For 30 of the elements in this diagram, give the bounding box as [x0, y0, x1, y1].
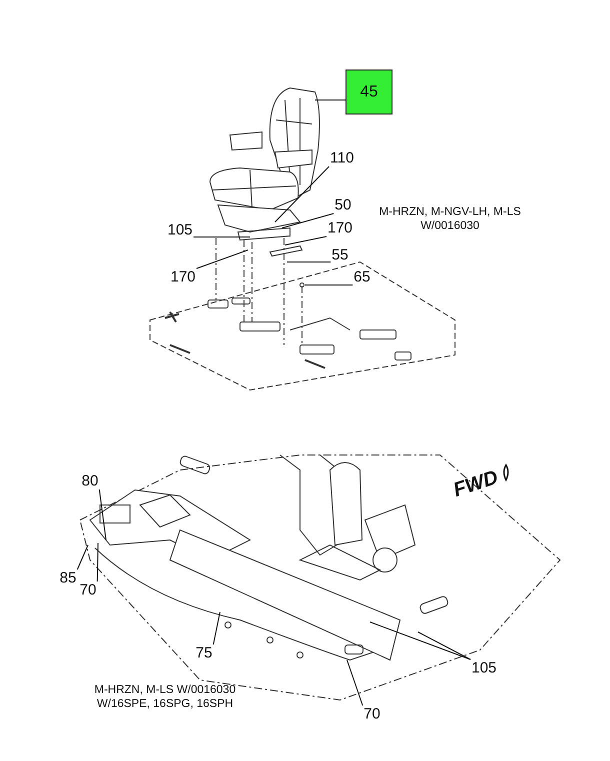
callout-number: 65: [352, 268, 372, 286]
leader-line: [274, 166, 330, 222]
leader-line: [282, 213, 334, 228]
leader-line: [96, 542, 98, 582]
leader-line: [418, 632, 471, 660]
leader-line: [76, 544, 88, 570]
callout-number: 50: [334, 196, 352, 214]
leader-line: [196, 250, 248, 269]
callout-box: 45: [346, 70, 392, 114]
part-applicability-note: M-HRZN, M-LS W/0016030 W/16SPE, 16SPG, 16SPH: [93, 683, 237, 711]
leader-line: [193, 236, 250, 238]
callout-number: 170: [169, 268, 197, 286]
callout-number: 105: [470, 660, 498, 676]
leader-line: [370, 622, 471, 660]
part-applicability-note: M-HRZN, M-NGV-LH, M-LS W/0016030: [378, 205, 522, 233]
callout-number: 80: [80, 472, 100, 490]
callout-number: 70: [78, 582, 98, 598]
callout-number: 170: [326, 220, 354, 236]
leader-line: [98, 489, 106, 540]
leader-line: [284, 236, 327, 246]
callout-number: 85: [58, 570, 78, 586]
forward-label: FWD: [452, 470, 500, 498]
callout-number: 75: [194, 644, 214, 662]
callout-number: 70: [362, 706, 382, 722]
leader-line: [304, 284, 354, 286]
leader-line: [212, 612, 220, 645]
callout-number: 105: [166, 222, 194, 238]
callout-number: 110: [329, 150, 355, 166]
leader-line: [346, 660, 364, 706]
callout-number: 55: [330, 246, 350, 264]
